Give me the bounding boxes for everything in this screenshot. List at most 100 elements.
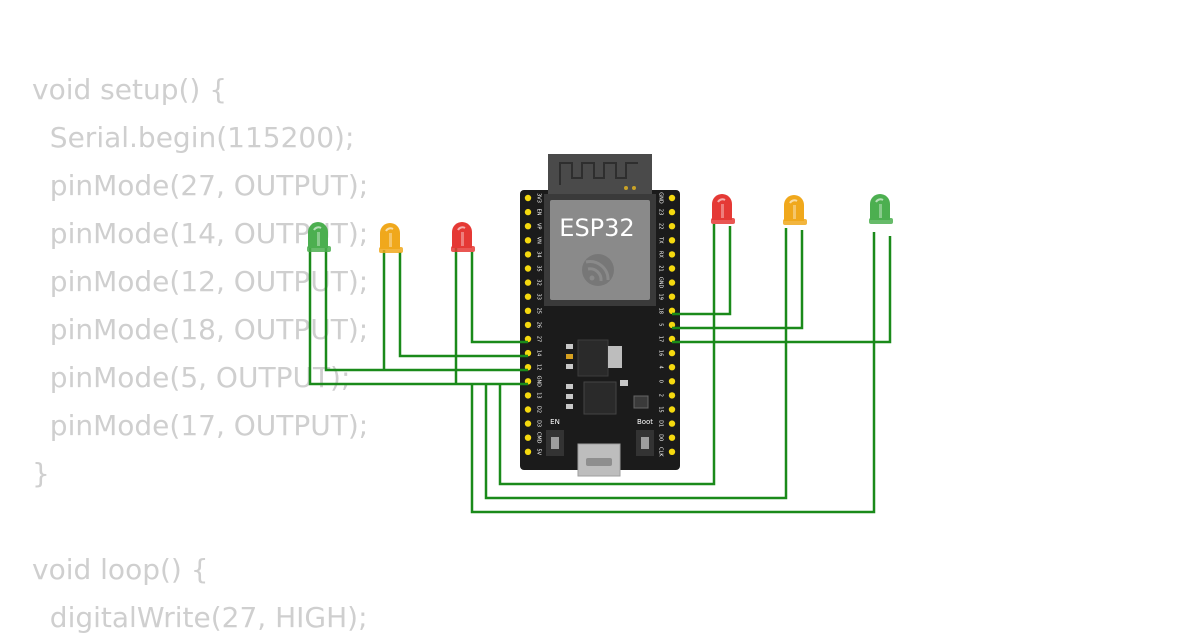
pin-label: CMD [536,432,542,444]
header-pin[interactable] [668,420,676,427]
header-pin[interactable] [524,335,532,343]
pin-label: D1 [658,420,664,427]
header-pin[interactable] [524,392,532,399]
smd-component [566,384,573,389]
header-pin[interactable] [668,321,676,329]
header-pin[interactable] [524,194,532,202]
header-pin[interactable] [524,406,532,413]
wire-led2-anode [398,252,528,358]
header-pin[interactable] [524,307,532,314]
antenna-pad [624,186,628,190]
header-pin[interactable] [668,335,676,343]
espressif-logo-icon [582,254,614,286]
code-line: pinMode(12, OUTPUT); [32,265,369,298]
header-pin[interactable] [668,265,676,272]
pin-label: TX [658,236,664,244]
code-line: pinMode(27, OUTPUT); [32,169,369,202]
header-pin[interactable] [524,293,532,300]
antenna-trace [559,162,638,185]
code-line: pinMode(18, OUTPUT); [32,313,369,346]
header-pin[interactable] [668,208,676,216]
wire-led3-anode [470,252,528,344]
header-pin[interactable] [524,434,532,441]
led-green[interactable] [869,194,893,224]
pin-label: 0 [658,380,664,383]
module-shield [550,200,650,300]
smd-component [566,404,573,409]
pin-label: 14 [536,350,542,356]
header-pin[interactable] [524,237,532,244]
header-pin[interactable] [668,279,676,286]
header-pin[interactable] [668,434,676,441]
pin-label: 5 [658,323,664,326]
header-pin[interactable] [524,321,532,329]
pin-label: 17 [658,336,664,342]
code-line: Serial.begin(115200); [32,121,355,154]
header-pin[interactable] [524,208,532,216]
led-green[interactable] [307,222,331,252]
pin-label: 3V3 [536,193,542,203]
pin-label: EN [536,209,542,216]
led-red[interactable] [711,194,735,224]
header-pin[interactable] [668,223,676,230]
header-pin[interactable] [524,251,532,258]
header-pin[interactable] [668,406,676,413]
en-button-cap [551,437,559,449]
pin-label: 13 [536,392,542,398]
wire-led5-cathode [484,228,788,500]
pin-label: 27 [536,336,542,342]
pin-label: D0 [658,434,664,441]
smd-component [566,364,573,369]
header-pin[interactable] [668,378,676,385]
header-pin[interactable] [668,237,676,244]
header-pin[interactable] [668,364,676,371]
wire-led1-cathode [308,244,528,386]
header-pin[interactable] [524,420,532,427]
smd-component [566,394,573,399]
esp32-board[interactable]: ESP32 EN Boot 3V3ENVPVN34353233252627141… [520,154,680,477]
wire-led6-cathode [470,232,876,514]
antenna-module [548,154,652,196]
header-pin[interactable] [668,349,676,357]
wires [308,224,892,514]
pin-label: 12 [536,364,542,370]
header-pin[interactable] [524,279,532,286]
pin-label: VN [536,237,542,244]
header-pin[interactable] [524,448,532,455]
header-pin[interactable] [668,392,676,399]
code-editor-background: void setup() { Serial.begin(115200); pin… [32,66,368,642]
pin-label: GND [658,192,664,204]
header-pin[interactable] [524,265,532,272]
micro-usb-port[interactable] [577,443,621,477]
header-pin[interactable] [668,307,676,314]
usb-opening [586,458,612,466]
led-yellow[interactable] [783,195,807,225]
pin-label: 15 [658,406,664,412]
pin-label: 35 [536,265,542,271]
wire-led6-anode [672,236,892,344]
code-line: digitalWrite(27, HIGH); [32,601,368,634]
header-pin[interactable] [668,293,676,300]
header-pin[interactable] [668,194,676,202]
regulator-tab [608,346,622,368]
pin-label: 25 [536,308,542,314]
header-pin[interactable] [524,223,532,230]
header-pin[interactable] [668,251,676,258]
pin-label: 21 [658,265,664,271]
boot-label: Boot [637,418,653,426]
smd-component [633,395,649,409]
code-line: void loop() { [32,553,209,586]
antenna-pad [632,186,636,190]
pin-label: GND [536,376,542,388]
wire-led5-anode [672,230,804,330]
pin-label: 2 [658,394,664,397]
led-yellow[interactable] [379,223,403,253]
pin-label: RX [658,251,664,258]
boot-button-cap [641,437,649,449]
usb-uart-chip [583,381,617,415]
pin-label: GND [658,277,664,289]
header-pin[interactable] [668,448,676,455]
header-pin[interactable] [524,349,532,357]
led-red[interactable] [451,222,475,252]
